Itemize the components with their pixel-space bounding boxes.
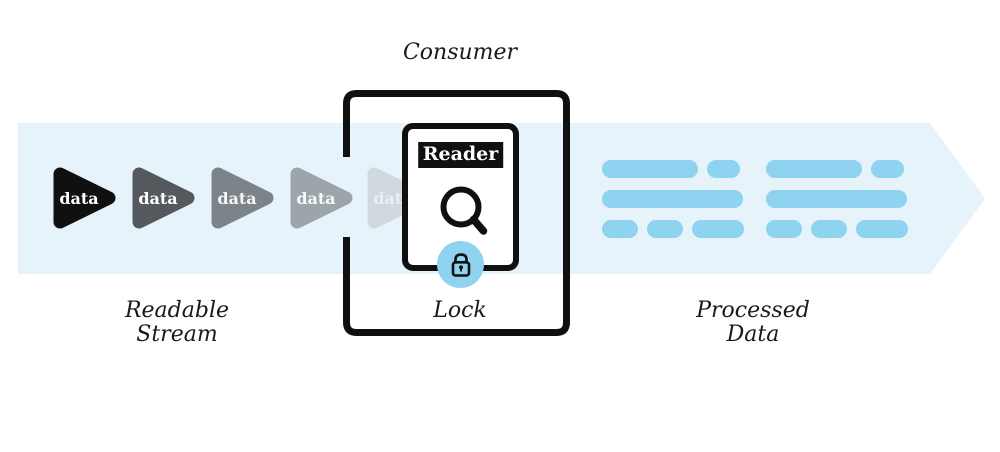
data-dash — [766, 190, 907, 208]
play-triangle-icon: data — [290, 167, 353, 229]
data-chunk-1: data — [52, 167, 116, 229]
data-dash — [602, 160, 698, 178]
dash-row — [766, 220, 908, 238]
play-triangle-icon: data — [211, 167, 274, 229]
processed-data-group — [602, 160, 744, 238]
dash-row — [602, 190, 744, 208]
magnifier-icon — [440, 186, 488, 235]
data-dash — [766, 160, 862, 178]
data-chunk-3: data — [210, 167, 274, 229]
play-triangle-icon: data — [53, 167, 116, 229]
readable-stream-label: Readable Stream — [124, 298, 230, 347]
data-dash — [856, 220, 908, 238]
data-dash — [647, 220, 683, 238]
processed-data-label: Processed Data — [696, 298, 810, 347]
dash-row — [602, 160, 744, 178]
dash-row — [766, 190, 908, 208]
consumer-label: Consumer — [402, 40, 518, 65]
lock-icon — [451, 252, 470, 277]
data-dash — [811, 220, 847, 238]
data-chunk-4: data — [289, 167, 353, 229]
data-chunk-2: data — [131, 167, 195, 229]
data-chunk-label: data — [217, 189, 256, 208]
dash-row — [602, 220, 744, 238]
lock-badge — [437, 241, 484, 288]
lock-label: Lock — [433, 298, 487, 323]
play-triangle-icon: data — [132, 167, 195, 229]
data-chunk-label: data — [138, 189, 177, 208]
data-dash — [692, 220, 744, 238]
data-dash — [871, 160, 904, 178]
data-dash — [766, 220, 802, 238]
processed-data-group — [766, 160, 908, 238]
data-chunk-label: data — [296, 189, 335, 208]
data-dash — [602, 220, 638, 238]
reader-label: Reader — [417, 142, 504, 168]
dash-row — [766, 160, 908, 178]
data-dash — [707, 160, 740, 178]
data-dash — [602, 190, 743, 208]
data-chunk-label: data — [59, 189, 98, 208]
